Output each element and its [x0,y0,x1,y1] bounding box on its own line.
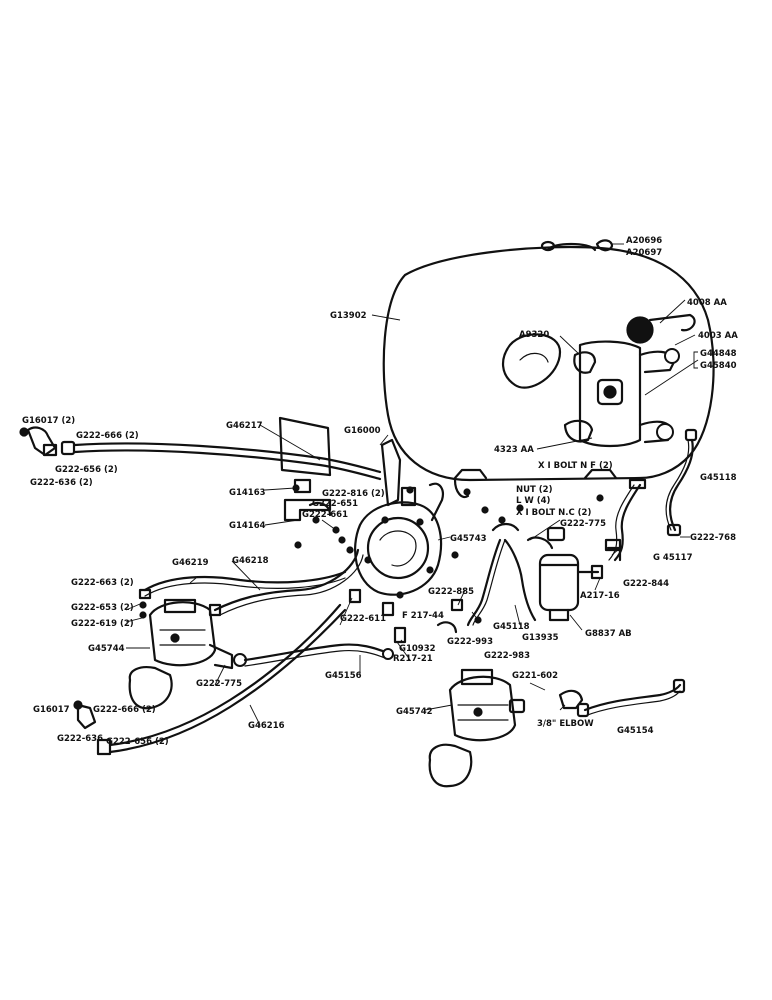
tank-bung-icon [540,240,556,252]
label-g10932: G10932 [399,644,436,654]
carburetor-g45744 [128,598,247,710]
label-g16017-bottom: G16017 [33,705,70,715]
label-g221-602: G221-602 [512,671,558,681]
label-a20696: A20696 [626,236,662,246]
part-labels: A20696 A20697 4008 AA 4003 AA G44848 G45… [22,236,738,747]
label-bolt-nf: X I BOLT N F (2) [538,461,613,471]
label-g45742: G45742 [396,707,433,717]
label-a9320: A9320 [519,330,549,340]
bracket-g16000 [380,438,444,522]
fuel-line-g46216 [73,603,347,756]
carburetor-g45742 [428,668,526,788]
label-g16017-top: G16017 (2) [22,416,75,426]
label-g222-636-bottom: G222-636 [57,734,103,744]
vaporizer-regulator [354,501,442,599]
label-g222-663: G222-663 (2) [71,578,134,588]
label-4008aa: 4008 AA [687,298,727,308]
label-g45154: G45154 [617,726,654,736]
valve-manifold [578,340,642,448]
label-g222-661: G222-661 [302,510,348,520]
fuel-line-g46217 [19,426,382,481]
label-g222-885: G222-885 [428,587,474,597]
label-g222-653: G222-653 (2) [71,603,134,613]
fuel-tank [382,239,715,524]
fuel-line-g46219 [143,548,364,616]
label-g222-775-left: G222-775 [196,679,242,689]
label-g44848: G44848 [700,349,737,359]
label-g13902: G13902 [330,311,367,321]
label-g46216: G46216 [248,721,285,731]
label-4003aa: 4003 AA [698,331,738,341]
label-g222-768: G222-768 [690,533,736,543]
fill-valve-icon [595,239,614,252]
label-f217-44: F 217-44 [402,611,444,621]
label-g222-611: G222-611 [340,614,386,624]
label-g222-656-bottom: G222-656 (2) [106,737,169,747]
label-g222-983: G222-983 [484,651,530,661]
label-r217-21: R217-21 [393,654,433,664]
fuel-gauge-icon [626,316,654,344]
relief-valve-icon [596,378,624,406]
label-g45743: G45743 [450,534,487,544]
label-g222-775-top: G222-775 [560,519,606,529]
label-brace [693,351,698,369]
label-g46219: G46219 [172,558,209,568]
label-lw: L W (4) [516,496,551,506]
hose-g45154 [558,678,686,718]
label-g46217: G46217 [226,421,263,431]
label-g14164: G14164 [229,521,266,531]
label-g222-666-bottom: G222-666 (2) [93,705,156,715]
label-g45118-right: G45118 [700,473,737,483]
label-bolt-nc: X I BOLT N.C (2) [516,508,591,518]
label-g45118-mid: G45118 [493,622,530,632]
label-4323aa: 4323 AA [494,445,534,455]
label-a20697: A20697 [626,248,662,258]
label-g222-666-top: G222-666 (2) [76,431,139,441]
small-fittings [138,478,524,644]
leader-lines [125,243,699,726]
label-g222-844: G222-844 [623,579,669,589]
label-g14163: G14163 [229,488,266,498]
label-g8837ab: G8837 AB [585,629,632,639]
elbow-fitting-bottom-icon [76,703,97,730]
elbow-fitting-icon [26,426,57,457]
label-g222-651: G222-651 [312,499,358,509]
label-g13935: G13935 [522,633,559,643]
fuel-filter [526,526,622,622]
label-g222-656-top: G222-656 (2) [55,465,118,475]
label-nut: NUT (2) [516,485,553,495]
label-g45156: G45156 [325,671,362,681]
label-g16000: G16000 [344,426,381,436]
label-g45840: G45840 [700,361,737,371]
label-g222-993: G222-993 [447,637,493,647]
label-elbow: 3/8" ELBOW [537,719,594,729]
hose-g45156 [243,643,394,667]
label-g45744: G45744 [88,644,125,654]
label-g222-636-top: G222-636 (2) [30,478,93,488]
label-g46218: G46218 [232,556,269,566]
label-g45117: G 45117 [653,553,693,563]
tank-nameplate [502,333,562,389]
label-a217-16: A217-16 [580,591,620,601]
label-g222-816: G222-816 (2) [322,489,385,499]
label-g222-619: G222-619 (2) [71,619,134,629]
bracket-g14163 [278,416,332,549]
hose-g45118-right [665,428,698,537]
